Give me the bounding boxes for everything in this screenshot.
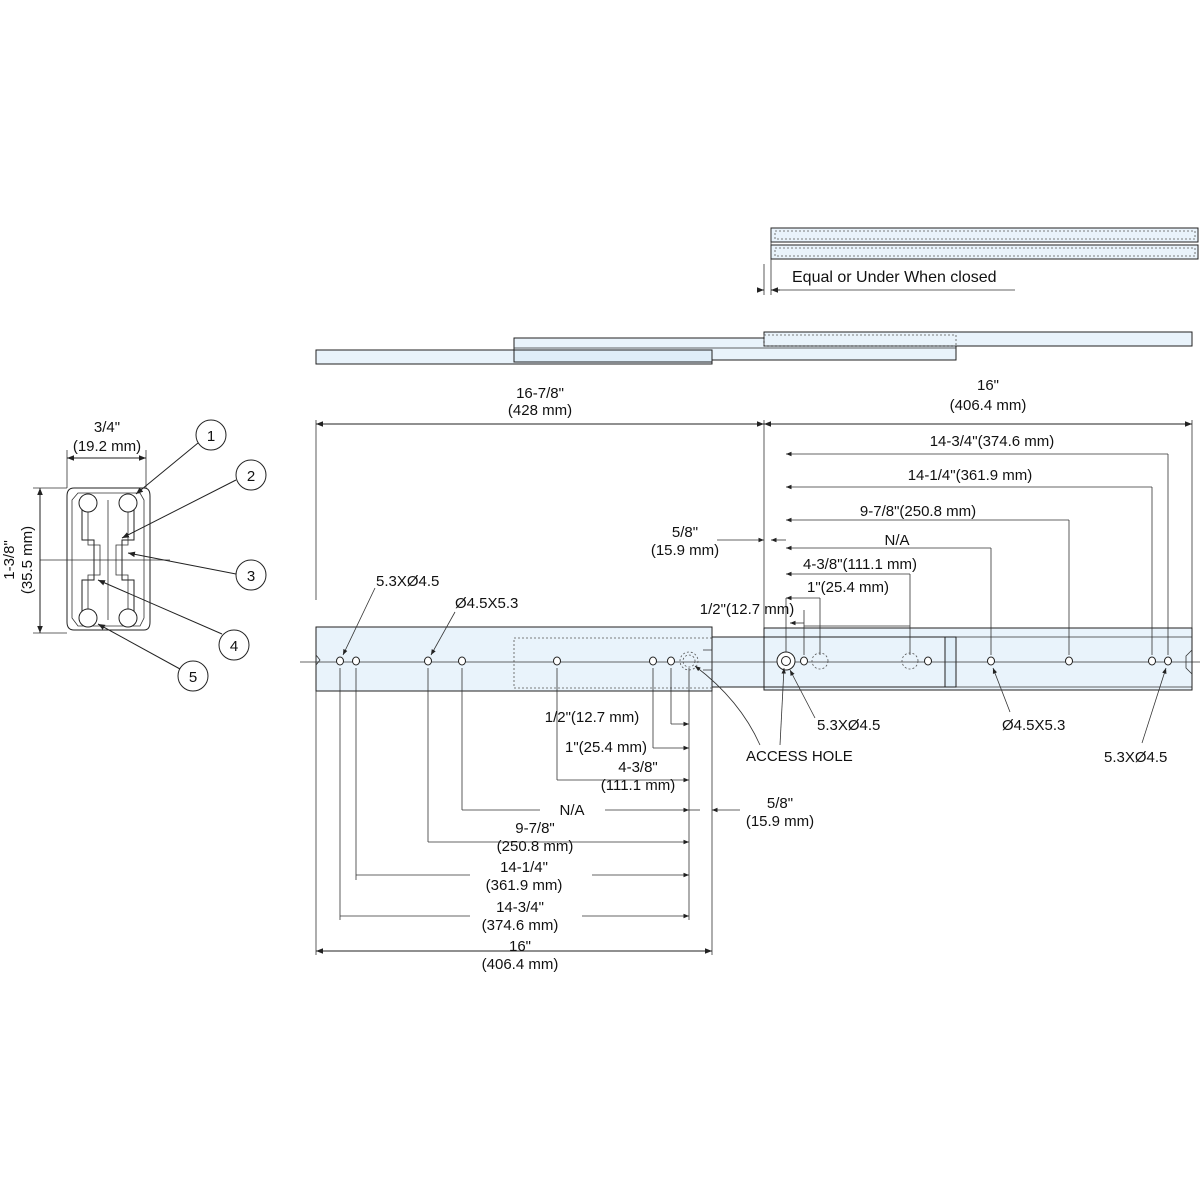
- hole-label-mid-a: 5.3XØ4.5: [817, 717, 880, 734]
- top-dim-14-3-4: 14-3/4"(374.6 mm): [930, 433, 1055, 450]
- bottom-dim-4-3-8-mm: (111.1 mm): [601, 777, 675, 794]
- hole-labels: 5.3XØ4.5 Ø4.5X5.3 5.3XØ4.5 ACCESS HOLE Ø…: [342, 573, 1167, 766]
- closed-note: Equal or Under When closed: [792, 269, 997, 286]
- hole-label-left-b: Ø4.5X5.3: [455, 595, 518, 612]
- top-dim-na: N/A: [884, 532, 909, 549]
- bottom-dimensions: 1/2"(12.7 mm) 1"(25.4 mm) 4-3/8" (111.1 …: [315, 668, 814, 973]
- section-width-in: 3/4": [94, 419, 120, 436]
- side-view: [300, 626, 1200, 692]
- hole-label-right-a: 5.3XØ4.5: [1104, 749, 1167, 766]
- top-dim-9-7-8: 9-7/8"(250.8 mm): [860, 503, 976, 520]
- bottom-offset-in: 5/8": [767, 795, 793, 812]
- access-hole-label: ACCESS HOLE: [746, 748, 853, 765]
- top-dimensions: 16-7/8" (428 mm) 16" (406.4 mm) 14-3/4"(…: [315, 377, 1193, 655]
- svg-text:3: 3: [247, 568, 255, 585]
- bottom-dim-14-3-4-in: 14-3/4": [496, 899, 544, 916]
- rail-length-in: 16": [977, 377, 999, 394]
- bottom-dim-na: N/A: [559, 802, 584, 819]
- top-dim-1-2: 1/2"(12.7 mm): [700, 601, 795, 618]
- top-dim-4-3-8: 4-3/8"(111.1 mm): [803, 556, 917, 573]
- top-dim-1: 1"(25.4 mm): [807, 579, 889, 596]
- extended-length-mm: (428 mm): [508, 402, 572, 419]
- section-height-mm: (35.5 mm): [19, 526, 36, 594]
- bottom-dim-9-7-8-in: 9-7/8": [515, 820, 555, 837]
- top-offset-in: 5/8": [672, 524, 698, 541]
- section-width-mm: (19.2 mm): [73, 438, 141, 455]
- cross-section: 3/4" (19.2 mm) 1-3/8" (35.5 mm) 1 2 3 4: [1, 419, 267, 692]
- extended-length-in: 16-7/8": [516, 385, 564, 402]
- callout-5: 5: [177, 660, 209, 692]
- bottom-dim-1-2: 1/2"(12.7 mm): [545, 709, 640, 726]
- top-offset-mm: (15.9 mm): [651, 542, 719, 559]
- callout-4: 4: [218, 629, 250, 661]
- bottom-dim-1: 1"(25.4 mm): [565, 739, 647, 756]
- svg-text:4: 4: [230, 638, 238, 655]
- svg-text:2: 2: [247, 468, 255, 485]
- rail-length-mm: (406.4 mm): [950, 397, 1027, 414]
- hole-label-right-b: Ø4.5X5.3: [1002, 717, 1065, 734]
- bottom-dim-4-3-8-in: 4-3/8": [618, 759, 658, 776]
- section-height-in: 1-3/8": [1, 540, 18, 580]
- closed-rail-view: Equal or Under When closed: [757, 227, 1199, 295]
- top-dim-14-1-4: 14-1/4"(361.9 mm): [908, 467, 1033, 484]
- bottom-offset-mm: (15.9 mm): [746, 813, 814, 830]
- bottom-dim-16-in: 16": [509, 938, 531, 955]
- svg-text:5: 5: [189, 669, 197, 686]
- extended-rail-view: [315, 331, 1193, 365]
- callout-2: 2: [235, 459, 267, 491]
- svg-text:1: 1: [207, 428, 215, 445]
- bottom-dim-9-7-8-mm: (250.8 mm): [497, 838, 574, 855]
- callout-1: 1: [195, 419, 227, 451]
- hole-label-left-a: 5.3XØ4.5: [376, 573, 439, 590]
- bottom-dim-16-mm: (406.4 mm): [482, 956, 559, 973]
- callout-3: 3: [235, 559, 267, 591]
- bottom-dim-14-3-4-mm: (374.6 mm): [482, 917, 559, 934]
- bottom-dim-14-1-4-in: 14-1/4": [500, 859, 548, 876]
- bottom-dim-14-1-4-mm: (361.9 mm): [486, 877, 563, 894]
